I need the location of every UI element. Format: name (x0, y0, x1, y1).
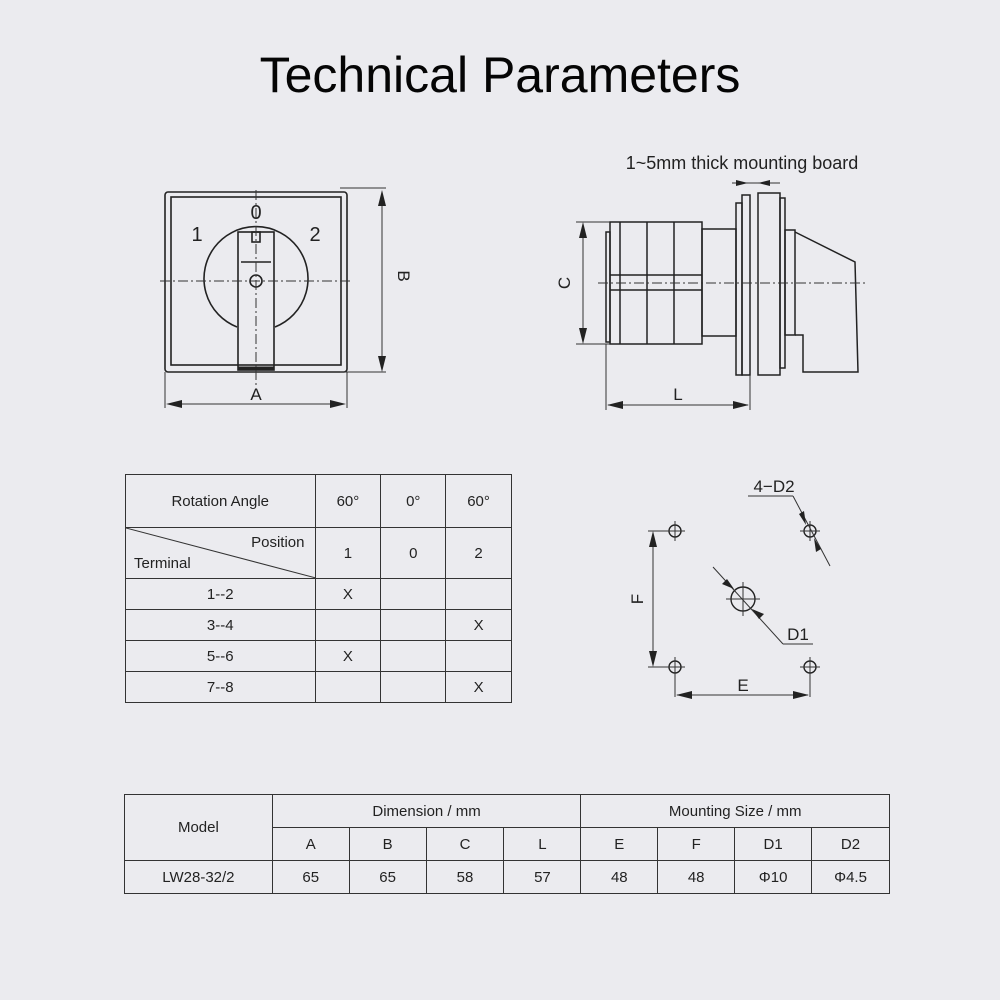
dim-l-label: L (673, 385, 682, 404)
contact-cell (314, 609, 382, 641)
position-0-label: 0 (250, 202, 261, 224)
front-view-drawing: 1 0 2 A B (150, 180, 420, 420)
page-title: Technical Parameters (259, 47, 741, 103)
position-header-label: Position (251, 534, 305, 551)
hole-d2-label: 4−D2 (753, 477, 794, 496)
column-header: F (657, 827, 736, 861)
side-view-drawing: 1~5mm thick mounting board (550, 140, 890, 420)
position-2-label: 2 (309, 224, 320, 246)
table-row: 1--2 X (125, 578, 512, 610)
dim-b-label: B (394, 270, 413, 281)
switching-position-table: Rotation Angle 60° 0° 60° Position Termi… (125, 474, 512, 703)
contact-cell: X (445, 671, 512, 703)
value-cell: 48 (657, 860, 736, 894)
dim-a-label: A (250, 385, 262, 404)
value-cell: 65 (271, 860, 350, 894)
terminal-header-label: Terminal (134, 555, 191, 572)
dimension-table: Model Dimension / mm Mounting Size / mm … (124, 794, 890, 894)
column-header: D2 (811, 827, 890, 861)
position-cell: 1 (314, 527, 382, 579)
table-row: LW28-32/2 65 65 58 57 48 48 Φ10 Φ4.5 (124, 860, 890, 894)
value-cell: 57 (503, 860, 582, 894)
model-header: Model (124, 794, 273, 861)
angle-cell: 60° (445, 474, 512, 528)
dim-c-label: C (555, 277, 574, 289)
column-header: B (348, 827, 427, 861)
contact-cell (380, 609, 447, 641)
model-cell: LW28-32/2 (124, 860, 273, 894)
rotation-angle-header: Rotation Angle (125, 474, 316, 528)
mounting-board-note: 1~5mm thick mounting board (626, 153, 859, 173)
column-header: L (503, 827, 582, 861)
terminal-cell: 7--8 (125, 671, 316, 703)
contact-cell (445, 640, 512, 672)
column-header: D1 (734, 827, 813, 861)
position-terminal-header: Position Terminal (125, 527, 316, 579)
contact-cell (314, 671, 382, 703)
contact-cell (380, 671, 447, 703)
table-row: 7--8 X (125, 671, 512, 703)
column-header: A (271, 827, 350, 861)
table-row: 3--4 X (125, 609, 512, 641)
hole-d1-label: D1 (787, 625, 809, 644)
contact-cell: X (314, 640, 382, 672)
value-cell: Φ4.5 (811, 860, 890, 894)
contact-cell (380, 578, 447, 610)
position-cell: 0 (380, 527, 447, 579)
position-cell: 2 (445, 527, 512, 579)
mounting-hole-drawing: 4−D2 D1 E F (620, 470, 840, 710)
table-row: 5--6 X (125, 640, 512, 672)
value-cell: Φ10 (734, 860, 813, 894)
terminal-cell: 5--6 (125, 640, 316, 672)
terminal-cell: 1--2 (125, 578, 316, 610)
mounting-group-header: Mounting Size / mm (580, 794, 890, 828)
value-cell: 48 (580, 860, 659, 894)
value-cell: 58 (425, 860, 505, 894)
contact-cell (445, 578, 512, 610)
contact-cell: X (445, 609, 512, 641)
column-header: E (580, 827, 659, 861)
angle-cell: 0° (380, 474, 447, 528)
contact-cell (380, 640, 447, 672)
angle-cell: 60° (314, 474, 382, 528)
contact-cell: X (314, 578, 382, 610)
dim-f-label: F (628, 594, 647, 604)
terminal-cell: 3--4 (125, 609, 316, 641)
dimension-group-header: Dimension / mm (271, 794, 582, 828)
column-header: C (425, 827, 505, 861)
dim-e-label: E (737, 676, 748, 695)
value-cell: 65 (348, 860, 427, 894)
position-1-label: 1 (191, 224, 202, 246)
